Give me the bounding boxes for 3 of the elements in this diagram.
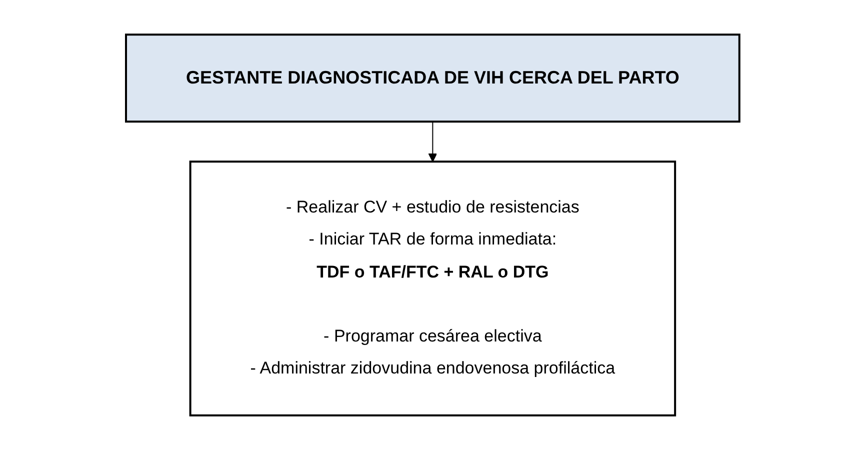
node-box: - Realizar CV + estudio de resistencias - Iniciar TAR de forma inmediata: TDF o TAF/FTC + RAL o DTG - Programar cesárea electiva - Administrar zidovudina endovenosa profiláctica	[190, 160, 676, 416]
node-box: GESTANTE DIAGNOSTICADA DE VIH CERCA DEL PARTO	[125, 34, 741, 123]
arrow	[428, 121, 438, 162]
